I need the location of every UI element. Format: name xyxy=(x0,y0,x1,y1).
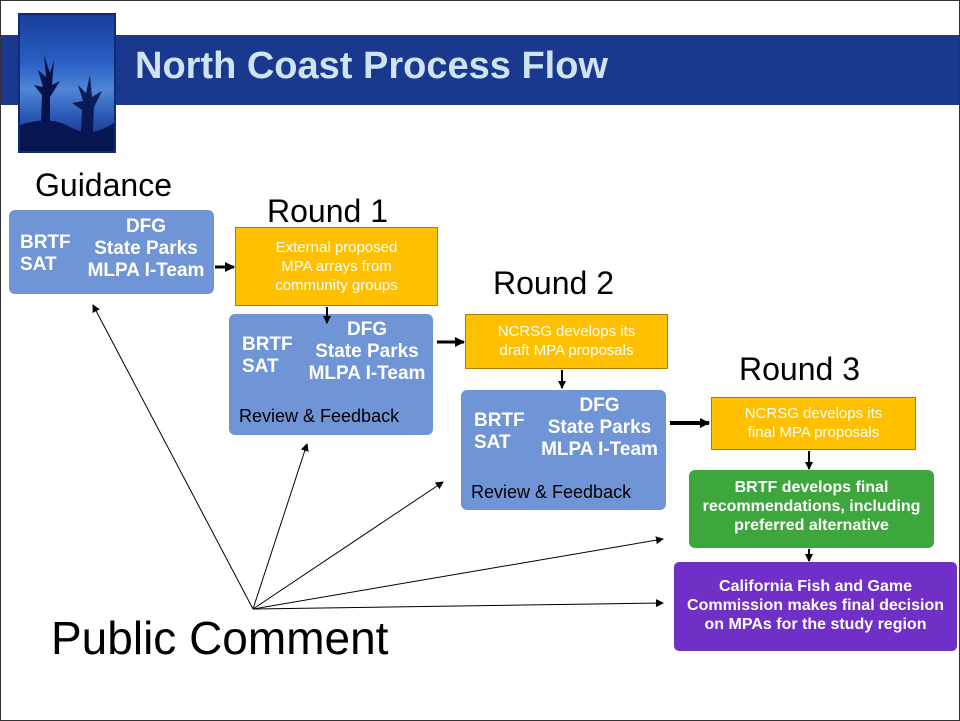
guidance-box-right: DFG State Parks MLPA I-Team xyxy=(87,216,205,281)
round1-review-footer: Review & Feedback xyxy=(239,406,400,426)
round2-proposal-box: NCRSG develops its draft MPA proposals xyxy=(465,314,668,369)
arrow-public-to-round3 xyxy=(252,536,664,610)
round1-review-left: BRTF SAT xyxy=(242,334,293,377)
night-forest-image xyxy=(18,13,116,153)
round1-proposal-box: External proposed MPA arrays from commun… xyxy=(235,227,438,306)
arrow-public-to-round2 xyxy=(252,481,444,610)
guidance-box: BRTF SAT DFG State Parks MLPA I-Team xyxy=(9,210,214,294)
page-title: North Coast Process Flow xyxy=(135,45,608,87)
stage-label-round1: Round 1 xyxy=(267,193,388,229)
round2-review-footer: Review & Feedback xyxy=(471,482,632,502)
round2-review-left: BRTF SAT xyxy=(474,410,525,453)
round1-review-box: BRTF SAT DFG State Parks MLPA I-Team Rev… xyxy=(229,314,433,435)
public-comment-label: Public Comment xyxy=(51,612,389,664)
title-bar xyxy=(1,35,959,105)
round2-review-box: BRTF SAT DFG State Parks MLPA I-Team Rev… xyxy=(461,390,666,510)
guidance-box-left: BRTF SAT xyxy=(20,232,71,275)
stage-label-guidance: Guidance xyxy=(35,167,172,203)
stage-label-round2: Round 2 xyxy=(493,265,614,301)
round2-review-right: DFG State Parks MLPA I-Team xyxy=(541,395,658,460)
round3-proposal-box: NCRSG develops its final MPA proposals xyxy=(711,397,916,450)
round3-recommendation-box: BRTF develops final recommendations, inc… xyxy=(689,470,934,548)
round1-review-right: DFG State Parks MLPA I-Team xyxy=(308,319,426,384)
stage-label-round3: Round 3 xyxy=(739,351,860,387)
arrow-public-to-guidance xyxy=(92,304,254,610)
arrow-public-to-commission xyxy=(252,599,664,610)
commission-decision-box: California Fish and Game Commission make… xyxy=(674,562,957,651)
arrow-public-to-round1 xyxy=(252,443,309,610)
